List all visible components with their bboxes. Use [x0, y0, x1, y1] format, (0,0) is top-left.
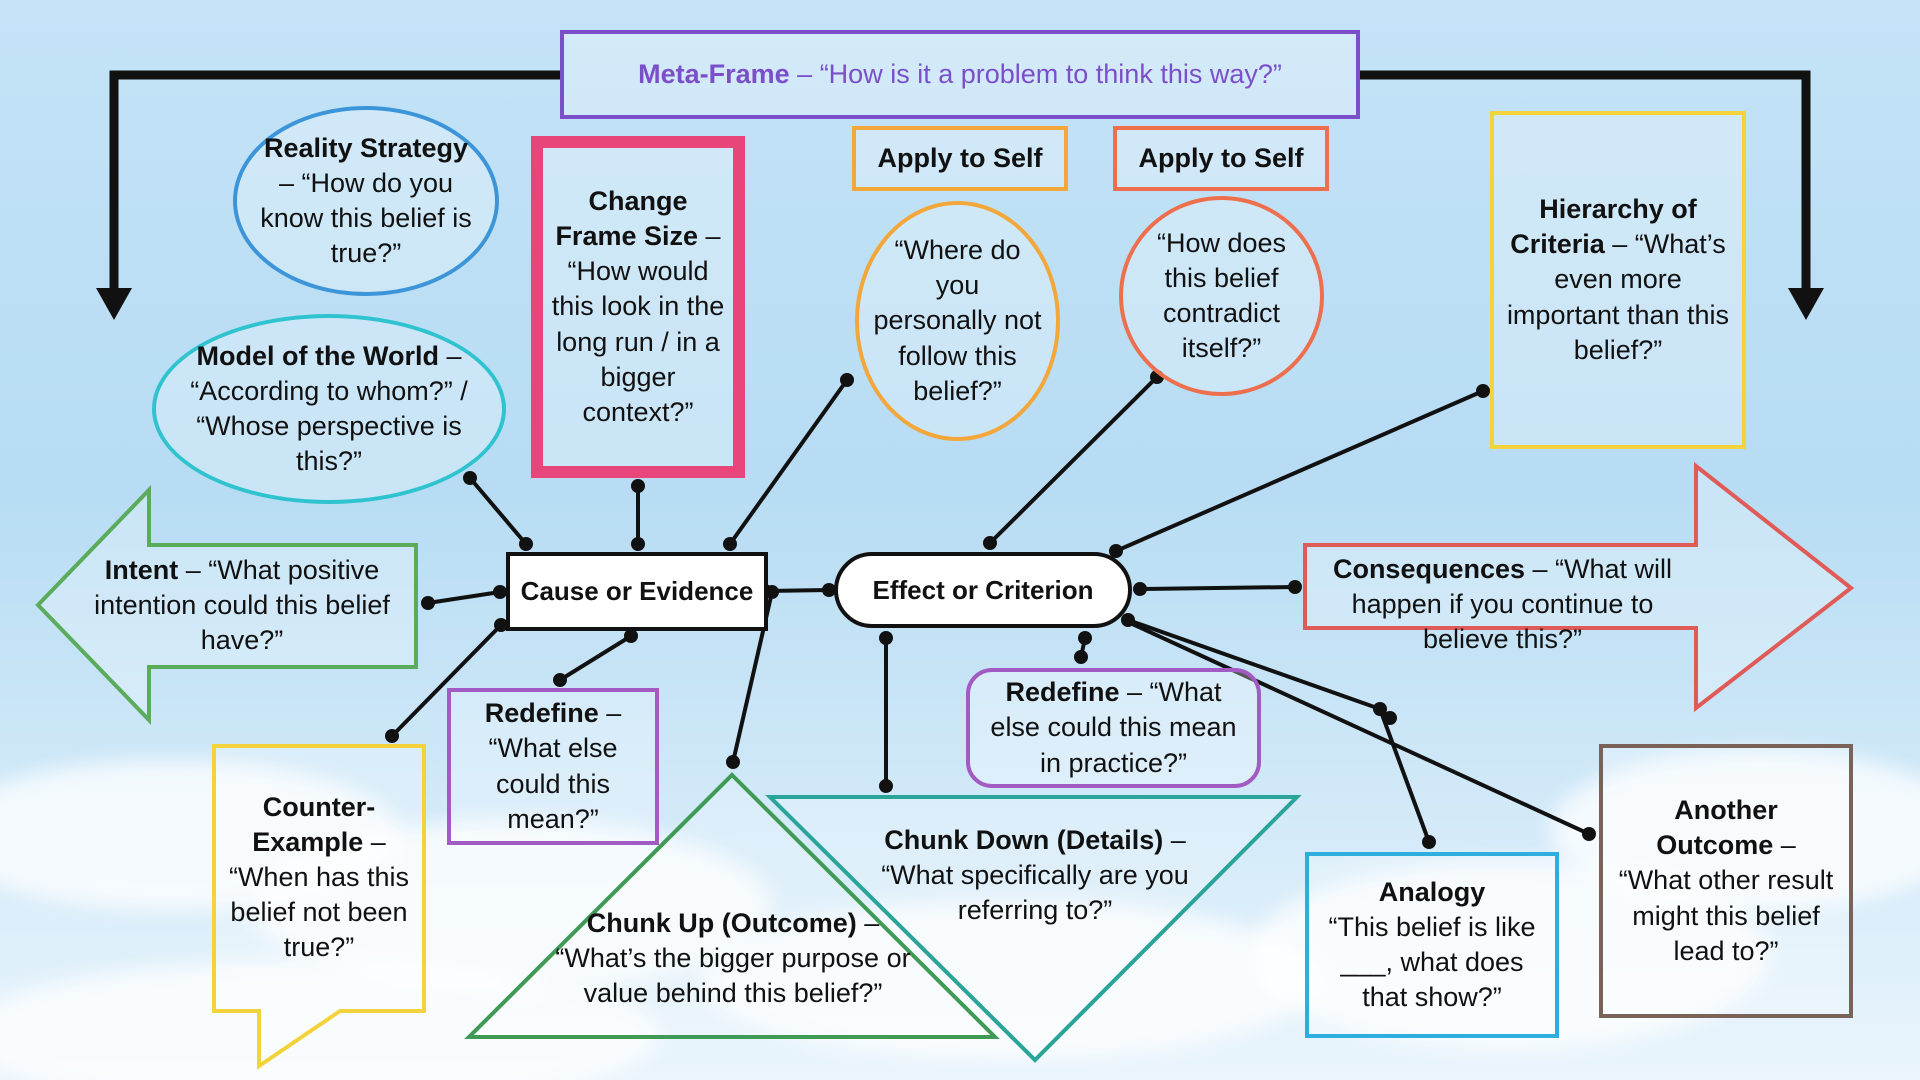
another-outcome-title: Another Outcome	[1656, 795, 1778, 861]
cause-or-evidence-node: Cause or Evidence	[506, 552, 768, 631]
change-frame-size-box: Change Frame Size – “How would this look…	[531, 136, 745, 478]
redefine-2-title: Redefine	[1005, 677, 1120, 708]
intent-arrow-shape	[35, 485, 418, 725]
effect-node-label: Effect or Criterion	[872, 574, 1094, 605]
meta-frame-title: Meta-Frame	[638, 58, 790, 89]
apply-to-self-label-2: Apply to Self	[1113, 126, 1329, 191]
effect-or-criterion-node: Effect or Criterion	[834, 552, 1132, 628]
model-of-world-question: – “According to whom?” / “Whose perspect…	[190, 340, 468, 477]
meta-frame-box: Meta-Frame – “How is it a problem to thi…	[560, 30, 1360, 119]
redefine-box-2: Redefine – “What else could this mean in…	[966, 668, 1261, 788]
redefine-2-question: – “What else could this mean in practice…	[990, 677, 1237, 778]
meta-frame-question: – “How is it a problem to think this way…	[789, 58, 1282, 89]
chunk-up-triangle-shape	[464, 772, 1000, 1039]
intent-question: – “What positive intention could this be…	[94, 555, 390, 656]
apply-to-self-label-1-text: Apply to Self	[877, 142, 1043, 173]
cause-node-label: Cause or Evidence	[520, 576, 754, 606]
connector-lines	[390, 375, 1590, 843]
arrow-down-left	[96, 288, 132, 320]
chunk-down-title: Chunk Down (Details)	[884, 825, 1164, 855]
analogy-title: Analogy	[1378, 876, 1486, 907]
apply-to-self-question-2: “How does this belief contradict itself?…	[1156, 227, 1287, 364]
chunk-up-question: – “What’s the bigger purpose or value be…	[555, 908, 911, 1009]
counter-example-title: Counter-Example	[252, 792, 376, 858]
consequences-title: Consequences	[1332, 554, 1526, 584]
redefine-box-1: Redefine – “What else could this mean?”	[447, 688, 659, 845]
meta-frame-bracket	[109, 70, 1811, 288]
counter-example-question: – “When has this belief not been true?”	[228, 827, 410, 963]
another-outcome-box: Another Outcome – “What other result mig…	[1599, 744, 1853, 1018]
connector-dots	[385, 370, 1596, 849]
counter-example-text: Counter-Example – “When has this belief …	[222, 790, 416, 965]
model-of-world-ellipse: Model of the World – “According to whom?…	[152, 314, 506, 504]
hierarchy-of-criteria-box: Hierarchy of Criteria – “What’s even mor…	[1490, 111, 1746, 449]
apply-to-self-ellipse-2: “How does this belief contradict itself?…	[1119, 196, 1324, 396]
consequences-question: – “What will happen if you continue to b…	[1351, 554, 1673, 655]
intent-text: Intent – “What positive intention could …	[72, 553, 412, 658]
analogy-question: “This belief is like ___, what does that…	[1328, 911, 1536, 1013]
intent-title: Intent	[104, 555, 179, 585]
redefine-1-title: Redefine	[484, 698, 599, 729]
chunk-down-triangle-shape	[765, 795, 1302, 1063]
chunk-down-text: Chunk Down (Details) – “What specificall…	[866, 823, 1204, 928]
chunk-up-title: Chunk Up (Outcome)	[586, 908, 857, 938]
consequences-text: Consequences – “What will happen if you …	[1315, 552, 1690, 657]
arrow-down-right	[1788, 288, 1824, 320]
apply-to-self-label-2-text: Apply to Self	[1138, 142, 1304, 173]
chunk-up-text: Chunk Up (Outcome) – “What’s the bigger …	[554, 906, 912, 1011]
hierarchy-question: – “What’s even more important than this …	[1506, 229, 1730, 365]
reality-strategy-question: – “How do you know this belief is true?”	[260, 167, 472, 269]
apply-to-self-ellipse-1: “Where do you personally not follow this…	[855, 201, 1060, 441]
analogy-box: Analogy “This belief is like ___, what do…	[1305, 852, 1559, 1038]
change-frame-size-question: – “How would this look in the long run /…	[551, 221, 725, 427]
chunk-down-question: – “What specifically are you referring t…	[881, 825, 1189, 926]
consequences-arrow-shape	[1303, 461, 1855, 713]
hierarchy-title: Hierarchy of Criteria	[1510, 194, 1697, 260]
reality-strategy-ellipse: Reality Strategy – “How do you know this…	[233, 106, 499, 296]
change-frame-size-title: Change Frame Size	[555, 186, 699, 252]
reality-strategy-title: Reality Strategy	[263, 132, 469, 163]
apply-to-self-label-1: Apply to Self	[852, 126, 1068, 191]
model-of-world-title: Model of the World	[196, 340, 439, 371]
redefine-1-question: – “What else could this mean?”	[488, 698, 622, 834]
counter-example-callout-shape	[212, 744, 426, 1070]
another-outcome-question: – “What other result might this belief l…	[1618, 830, 1834, 966]
apply-to-self-question-1: “Where do you personally not follow this…	[873, 235, 1042, 406]
